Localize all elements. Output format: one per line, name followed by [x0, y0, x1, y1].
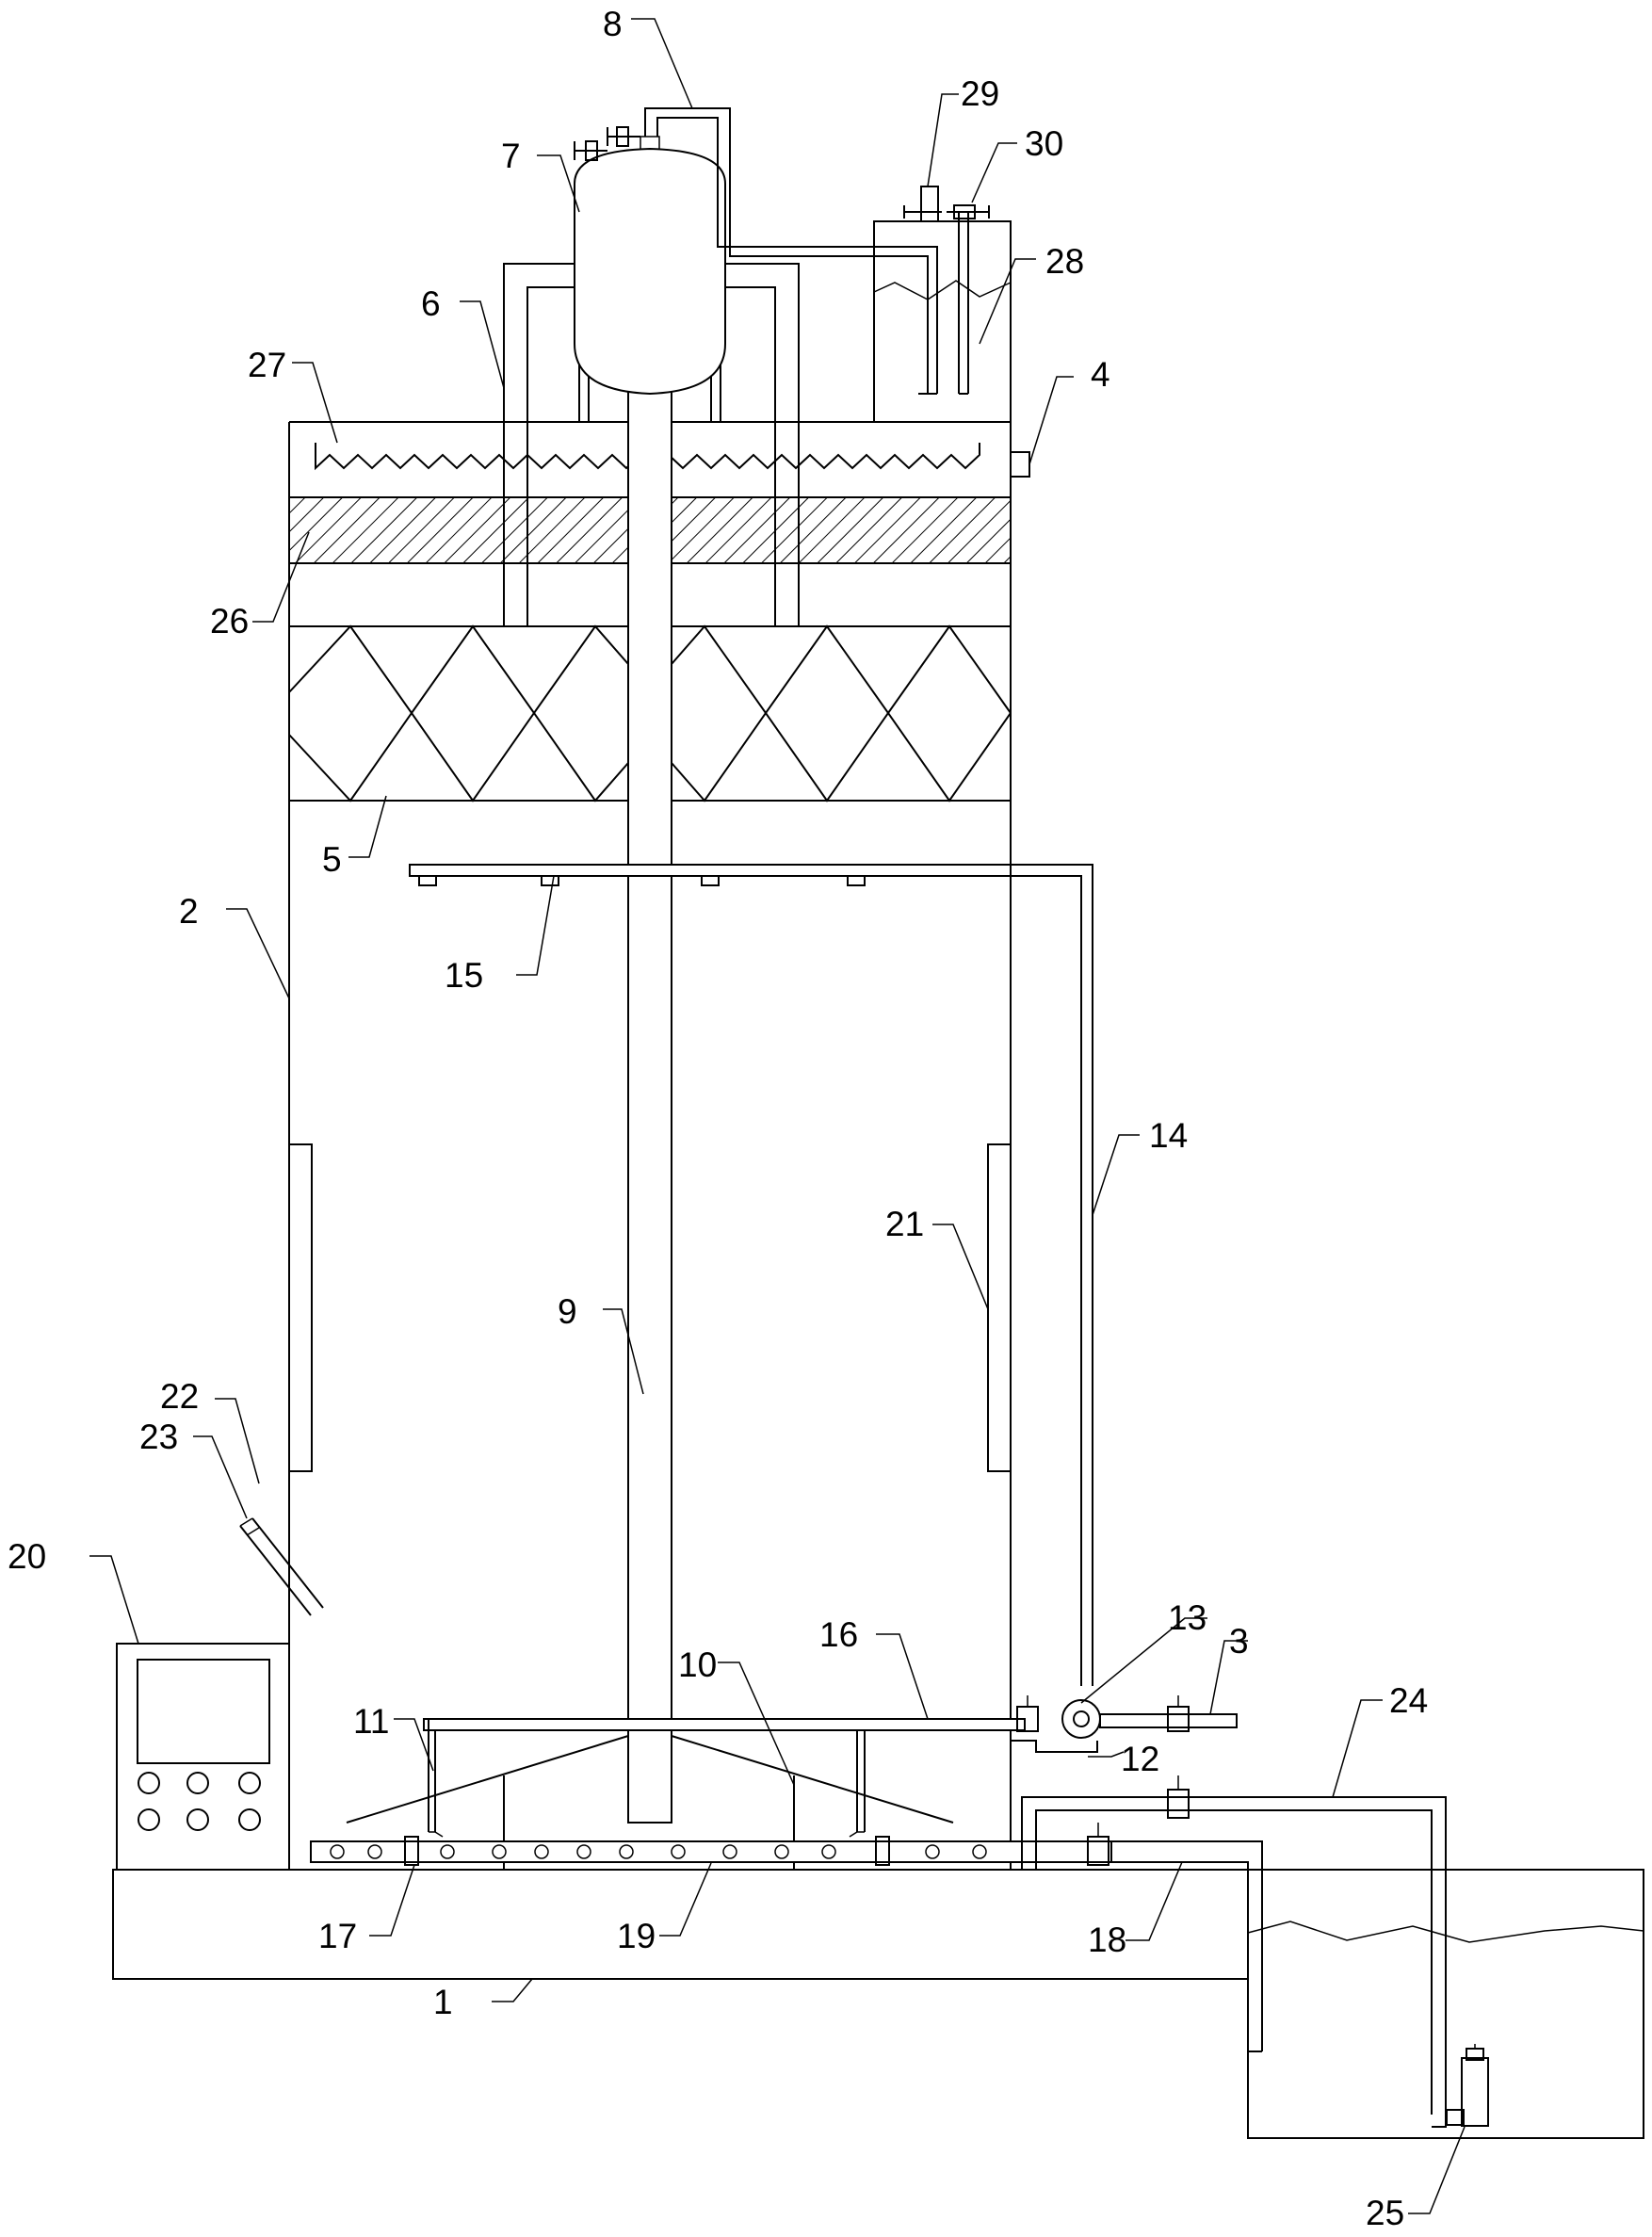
inclined-probe	[240, 1518, 323, 1615]
label-27: 27	[248, 346, 286, 384]
label-9: 9	[558, 1292, 577, 1331]
label-19: 19	[617, 1917, 656, 1955]
submersible-pump-icon	[1447, 2044, 1488, 2126]
label-4: 4	[1091, 355, 1110, 394]
label-1: 1	[433, 1983, 453, 2021]
label-24: 24	[1389, 1681, 1428, 1720]
label-18: 18	[1088, 1921, 1126, 1959]
dosing-pipe	[424, 1719, 1025, 1837]
leader-lines	[89, 19, 1465, 2213]
vessel-valve-mid-icon	[607, 127, 640, 146]
label-8: 8	[603, 5, 623, 43]
label-16: 16	[819, 1615, 858, 1654]
label-20: 20	[8, 1537, 46, 1576]
label-30: 30	[1025, 124, 1063, 163]
label-11: 11	[353, 1702, 389, 1741]
label-2: 2	[179, 892, 199, 931]
label-26: 26	[210, 602, 249, 640]
label-10: 10	[678, 1645, 717, 1684]
control-panel	[117, 1644, 289, 1870]
label-22: 22	[160, 1377, 199, 1416]
label-5: 5	[322, 840, 342, 879]
label-12: 12	[1121, 1740, 1159, 1778]
label-6: 6	[421, 284, 441, 323]
label-29: 29	[961, 74, 999, 113]
recycle-pipe	[1022, 1775, 1446, 2127]
label-7: 7	[501, 137, 521, 175]
label-17: 17	[318, 1917, 357, 1955]
pressure-vessel	[575, 137, 725, 394]
label-15: 15	[445, 956, 483, 995]
outlet-stub	[1011, 452, 1029, 477]
aeration-pipe	[311, 1837, 1111, 1865]
label-28: 28	[1045, 242, 1084, 281]
label-13: 13	[1168, 1598, 1207, 1637]
tank-valve-29-icon	[904, 186, 942, 221]
label-14: 14	[1149, 1116, 1188, 1155]
return-pipe	[1011, 865, 1093, 1686]
central-column	[628, 377, 672, 1823]
spray-header	[410, 865, 1011, 885]
base-platform	[113, 1870, 1248, 1979]
label-23: 23	[139, 1418, 178, 1456]
label-3: 3	[1229, 1622, 1249, 1661]
label-21: 21	[885, 1205, 924, 1243]
label-25: 25	[1366, 2194, 1404, 2232]
